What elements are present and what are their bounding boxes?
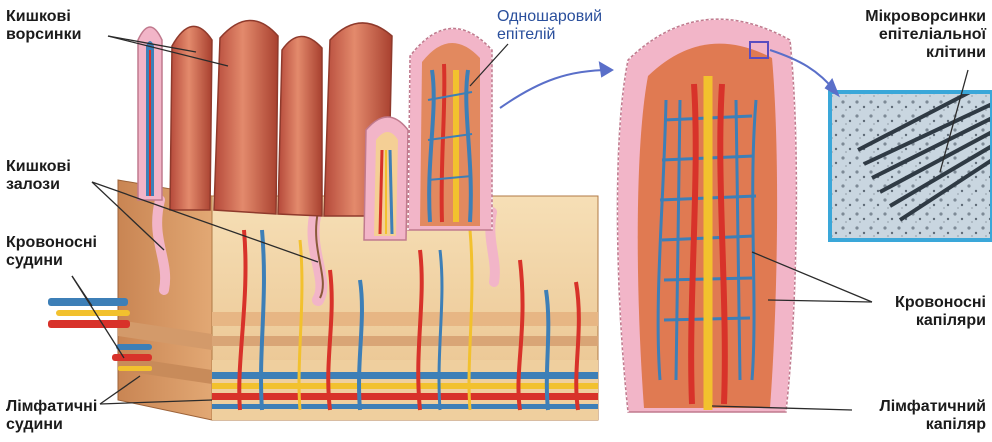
label-intestinal-villi-line1: Кишкові — [6, 8, 71, 25]
label-blood-vessels-line2: судини — [6, 252, 63, 269]
label-blood-vessels-line1: Кровоносні — [6, 234, 97, 251]
label-capillaries-line1: Кровоносні — [895, 294, 986, 311]
label-blood-vessels: Кровоносні судини — [6, 234, 97, 270]
intestinal-wall-block — [48, 180, 598, 420]
label-lymph-vessels-line1: Лімфатичні — [6, 398, 97, 415]
label-lymphatic-capillary: Лімфатичний капіляр — [880, 398, 987, 434]
label-microvilli-line2: епітеліальної — [879, 26, 986, 43]
label-microvilli-line3: клітини — [926, 44, 986, 61]
label-intestinal-villi-line2: ворсинки — [6, 26, 81, 43]
label-single-layer-epithelium: Одношаровий епітелій — [497, 8, 602, 44]
label-lymph-vessels-line2: судини — [6, 416, 63, 433]
label-glands-line1: Кишкові — [6, 158, 71, 175]
label-intestinal-villi: Кишкові ворсинки — [6, 8, 81, 44]
label-epithelium-line1: Одношаровий — [497, 8, 602, 25]
microvilli-micrograph — [830, 92, 992, 240]
label-lymph-capillary-line2: капіляр — [926, 416, 986, 433]
label-blood-capillaries: Кровоносні капіляри — [895, 294, 986, 330]
label-capillaries-line2: капіляри — [916, 312, 986, 329]
magnified-villus — [617, 19, 796, 412]
label-epithelium-line2: епітелій — [497, 26, 555, 43]
label-microvilli-line1: Мікроворсинки — [865, 8, 986, 25]
label-lymph-capillary-line1: Лімфатичний — [880, 398, 987, 415]
label-microvilli: Мікроворсинки епітеліальної клітини — [865, 8, 986, 62]
label-intestinal-glands: Кишкові залози — [6, 158, 71, 194]
intestinal-villi — [138, 20, 492, 240]
label-glands-line2: залози — [6, 176, 60, 193]
label-lymphatic-vessels: Лімфатичні судини — [6, 398, 97, 434]
